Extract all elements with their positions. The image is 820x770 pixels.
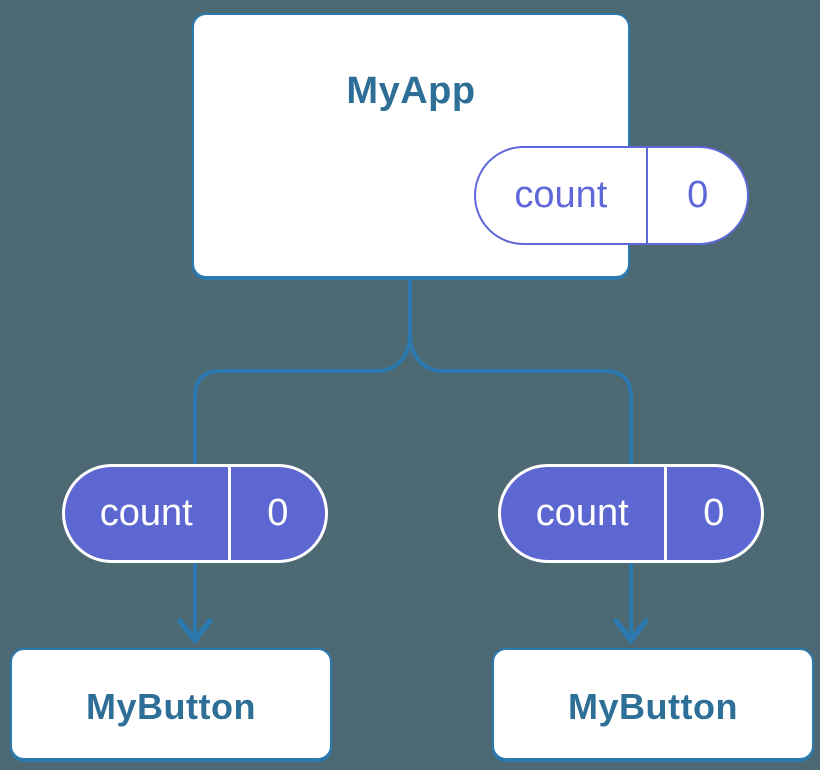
connector-branch-left <box>193 278 412 639</box>
prop-pill-label: count <box>535 492 629 534</box>
state-pill-count: count 0 <box>474 146 749 245</box>
component-title-myapp: MyApp <box>346 70 476 112</box>
component-card-myapp: MyApp count 0 <box>192 13 749 278</box>
pill-divider <box>227 467 231 560</box>
arrow-down-right-icon <box>613 618 649 645</box>
component-card-mybutton-right: MyButton <box>492 648 814 760</box>
pill-divider <box>663 467 667 560</box>
connector-branch-right <box>408 278 633 639</box>
arrow-down-left-icon <box>177 618 213 645</box>
state-pill-value: 0 <box>687 174 709 216</box>
component-title-mybutton: MyButton <box>86 686 256 727</box>
prop-pill-count-right: count 0 <box>498 464 764 563</box>
prop-pill-value: 0 <box>267 492 289 534</box>
prop-pill-count-left: count 0 <box>62 464 328 563</box>
component-title-mybutton: MyButton <box>568 686 738 727</box>
prop-pill-label: count <box>99 492 193 534</box>
prop-pill-value: 0 <box>703 492 725 534</box>
state-pill-label: count <box>514 174 608 216</box>
pill-divider <box>645 148 649 243</box>
component-card-mybutton-left: MyButton <box>10 648 332 760</box>
